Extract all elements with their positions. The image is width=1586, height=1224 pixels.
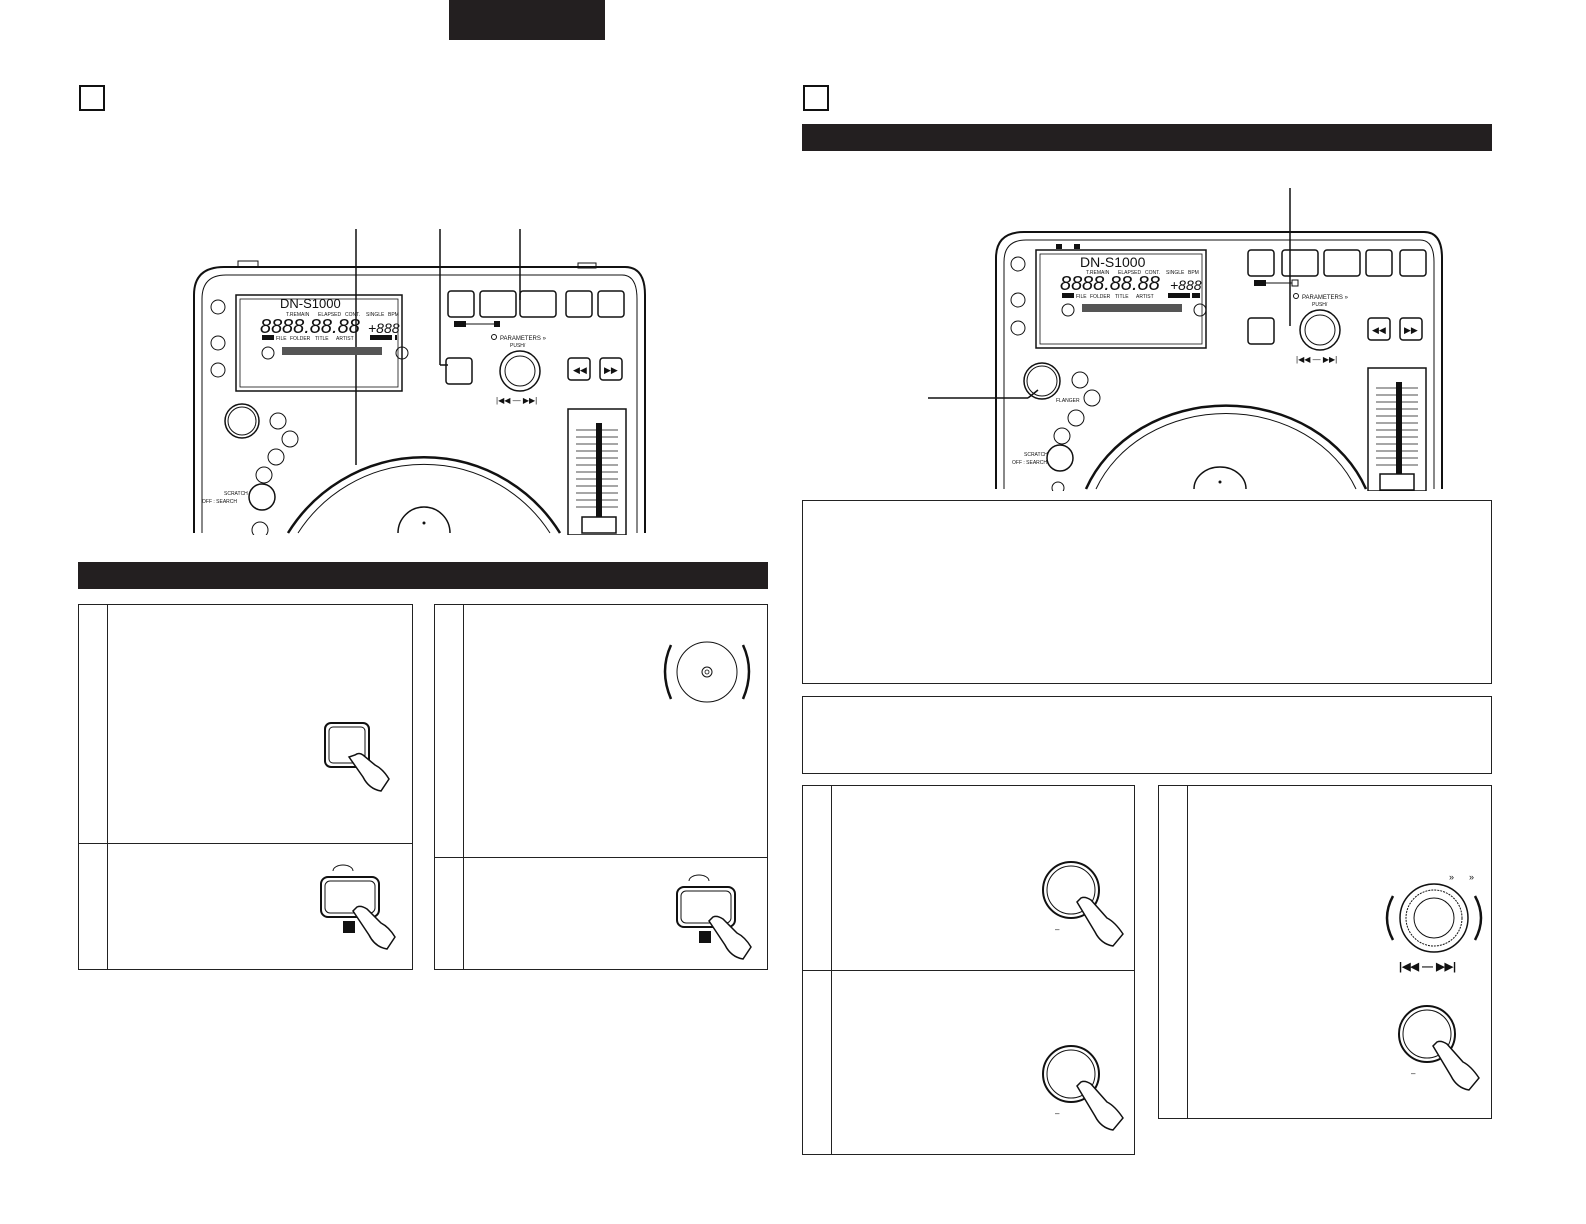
hand-press-icon (320, 864, 396, 950)
svg-text:88.88.88: 88.88.88 (1082, 273, 1160, 295)
jog-dial-icon: » » |◀◀ — ▶▶| (1385, 872, 1483, 973)
hand-press-icon (324, 722, 390, 792)
left-section-header-bar (78, 562, 768, 589)
svg-text:SCRATCH: SCRATCH (224, 491, 248, 497)
cd-disc-icon (663, 641, 751, 703)
right-device-model: DN-S1000 (1080, 254, 1146, 270)
svg-text:◀◀: ◀◀ (1372, 325, 1386, 335)
svg-text:▶▶: ▶▶ (1404, 325, 1418, 335)
step-divider (803, 970, 1134, 971)
right-step-panel-a: – – (802, 785, 1135, 1155)
svg-text:+888: +888 (368, 320, 400, 336)
step-number-column (79, 605, 108, 969)
svg-text:ARTIST: ARTIST (336, 336, 354, 342)
svg-text:–: – (1055, 925, 1060, 934)
right-device-illustration: DN-S1000 88 88.88.88 +888 T.REMAIN ELAPSE… (928, 188, 1443, 491)
svg-text:TITLE: TITLE (315, 336, 329, 342)
svg-text:|◀◀ — ▶▶|: |◀◀ — ▶▶| (1399, 961, 1456, 973)
left-device-illustration: DN-S1000 88 88.88.88 +888 T.REMAIN ELAPSE… (193, 229, 646, 535)
svg-text:OFF : SEARCH: OFF : SEARCH (202, 499, 237, 505)
svg-text:FLANGER: FLANGER (1056, 398, 1080, 404)
hand-press-icon: – (1042, 1045, 1124, 1131)
svg-text:|◀◀ — ▶▶|: |◀◀ — ▶▶| (1296, 355, 1337, 364)
svg-text:PUSH/: PUSH/ (1312, 302, 1328, 308)
svg-text:T.REMAIN: T.REMAIN (1086, 270, 1110, 276)
svg-text:◀◀: ◀◀ (573, 365, 587, 375)
page-tab-marker (449, 0, 605, 40)
left-section-square-icon (79, 85, 105, 111)
right-info-box-a (802, 500, 1492, 684)
hand-press-icon: – (1398, 1005, 1480, 1091)
left-step-panel-a (78, 604, 413, 970)
right-step-panel-b: » » |◀◀ — ▶▶| – (1158, 785, 1492, 1119)
svg-text:SINGLE: SINGLE (366, 312, 385, 318)
svg-text:TITLE: TITLE (1115, 294, 1129, 300)
right-section-header-bar (802, 124, 1492, 151)
svg-text:BPM: BPM (1188, 270, 1199, 276)
svg-text:PUSH/: PUSH/ (510, 343, 526, 349)
svg-text:ARTIST: ARTIST (1136, 294, 1154, 300)
step-divider (435, 857, 767, 858)
left-step-panel-b (434, 604, 768, 970)
svg-text:FILE: FILE (1076, 294, 1087, 300)
svg-text:|◀◀ — ▶▶|: |◀◀ — ▶▶| (496, 396, 537, 405)
svg-text:88: 88 (1060, 273, 1082, 295)
step-number-column (1159, 786, 1188, 1118)
svg-text:+888: +888 (1170, 277, 1202, 293)
svg-text:88: 88 (260, 316, 282, 338)
svg-text:SINGLE: SINGLE (1166, 270, 1185, 276)
right-info-box-b (802, 696, 1492, 774)
svg-text:PARAMETERS »: PARAMETERS » (1302, 295, 1349, 301)
svg-text:–: – (1055, 1109, 1060, 1118)
hand-press-icon (676, 874, 752, 960)
step-divider (79, 843, 412, 844)
step-number-column (435, 605, 464, 969)
left-device-model: DN-S1000 (280, 296, 341, 311)
svg-text:FILE: FILE (276, 336, 287, 342)
svg-text:BPM: BPM (388, 312, 399, 318)
svg-text:FOLDER: FOLDER (290, 336, 311, 342)
right-section-square-icon (803, 85, 829, 111)
svg-text:88.88.88: 88.88.88 (282, 316, 360, 338)
svg-text:»: » (1469, 872, 1474, 882)
svg-text:ELAPSED: ELAPSED (1118, 270, 1141, 276)
svg-text:SCRATCH: SCRATCH (1024, 452, 1048, 458)
hand-press-icon: – (1042, 861, 1124, 947)
svg-text:T.REMAIN: T.REMAIN (286, 312, 310, 318)
svg-text:FOLDER: FOLDER (1090, 294, 1111, 300)
svg-text:CONT.: CONT. (1145, 270, 1160, 276)
svg-text:CONT.: CONT. (345, 312, 360, 318)
svg-text:OFF : SEARCH: OFF : SEARCH (1012, 460, 1047, 466)
svg-text:–: – (1411, 1069, 1416, 1078)
svg-text:ELAPSED: ELAPSED (318, 312, 341, 318)
svg-text:PARAMETERS »: PARAMETERS » (500, 336, 547, 342)
svg-text:»: » (1449, 872, 1454, 882)
svg-text:▶▶: ▶▶ (604, 365, 618, 375)
